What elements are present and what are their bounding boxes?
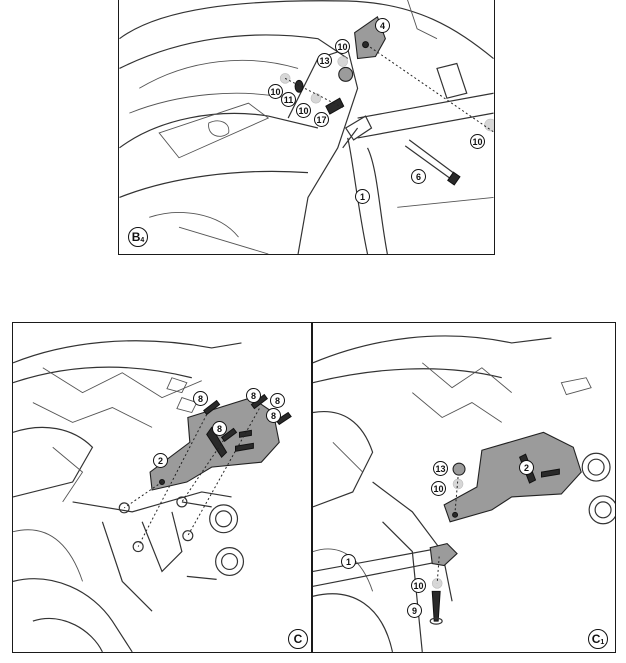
callout-8: 8 xyxy=(246,388,261,403)
callout-10: 10 xyxy=(411,578,426,593)
callout-2: 2 xyxy=(153,453,168,468)
callout-17: 17 xyxy=(314,112,329,127)
callout-6: 6 xyxy=(411,169,426,184)
b4-drawing xyxy=(119,0,494,254)
callout-10: 10 xyxy=(470,134,485,149)
panel-c: 8 8 8 8 8 2 C xyxy=(12,322,312,653)
callout-8: 8 xyxy=(270,393,285,408)
c-drawing xyxy=(13,340,292,652)
callout-8: 8 xyxy=(212,421,227,436)
c1-drawing xyxy=(313,335,615,652)
callout-10: 10 xyxy=(268,84,283,99)
callout-2: 2 xyxy=(519,460,534,475)
callout-10: 10 xyxy=(431,481,446,496)
callout-10: 10 xyxy=(335,39,350,54)
callout-13: 13 xyxy=(317,53,332,68)
callout-13: 13 xyxy=(433,461,448,476)
callout-10: 10 xyxy=(296,103,311,118)
callout-1: 1 xyxy=(355,189,370,204)
step-label-c: C xyxy=(288,629,308,649)
callout-9: 9 xyxy=(407,603,422,618)
callout-4: 4 xyxy=(375,18,390,33)
panel-b4: 4 10 13 10 11 10 17 10 9 6 1 B4 xyxy=(118,0,495,255)
callout-8: 8 xyxy=(266,408,281,423)
callout-11: 11 xyxy=(281,92,296,107)
callout-8: 8 xyxy=(193,391,208,406)
callout-1: 1 xyxy=(341,554,356,569)
